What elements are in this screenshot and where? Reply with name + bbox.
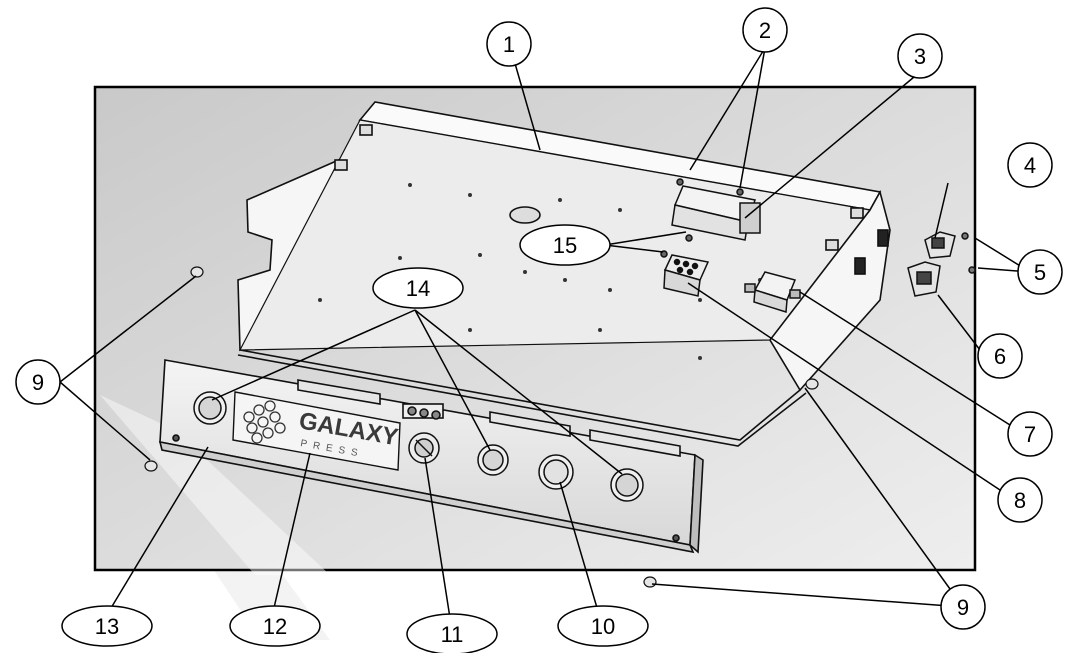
svg-text:15: 15 [553,233,577,258]
logo-dots [243,400,286,444]
floor-holes [318,183,762,360]
svg-text:2: 2 [759,18,771,43]
callout-2: 2 [742,7,788,53]
callout-9-left: 9 [15,359,61,405]
callout-15: 15 [519,224,611,266]
callouts: 1 2 3 4 5 6 7 8 [15,7,1063,653]
svg-text:6: 6 [994,344,1006,369]
logo-plate: GALAXY PRESS [232,391,401,471]
filter-module [744,271,801,313]
svg-text:9: 9 [957,595,969,620]
callout-6: 6 [977,333,1023,379]
callout-13: 13 [61,605,153,647]
watermark-overlay [100,395,330,575]
svg-text:4: 4 [1024,153,1036,178]
callout-8: 8 [997,477,1043,523]
callout-10: 10 [557,605,649,647]
callout-4: 4 [1007,142,1053,188]
svg-text:7: 7 [1024,422,1036,447]
svg-text:5: 5 [1034,260,1046,285]
screw-parts [144,266,819,588]
knob-center [477,444,509,476]
svg-text:14: 14 [406,276,430,301]
callout-7: 7 [1007,411,1053,457]
knob-right [610,468,644,502]
selector-knob [408,432,440,464]
svg-text:8: 8 [1014,488,1026,513]
callout-9-right: 9 [940,584,986,630]
knob-left [193,391,227,425]
power-inlet [924,231,976,274]
svg-text:3: 3 [914,44,926,69]
svg-text:10: 10 [591,614,615,639]
callout-3: 3 [897,33,943,79]
svg-text:9: 9 [32,370,44,395]
callout-1: 1 [486,21,532,67]
callout-11: 11 [406,613,498,653]
svg-text:1: 1 [503,32,515,57]
svg-text:12: 12 [263,614,287,639]
callout-14: 14 [372,267,464,309]
svg-text:13: 13 [95,614,119,639]
terminal-block [660,234,710,297]
callout-5: 5 [1017,249,1063,295]
stop-button [538,454,574,490]
callout-12: 12 [229,605,321,647]
svg-text:11: 11 [441,622,464,647]
power-switch [907,261,941,297]
leader-lines [59,47,1031,626]
